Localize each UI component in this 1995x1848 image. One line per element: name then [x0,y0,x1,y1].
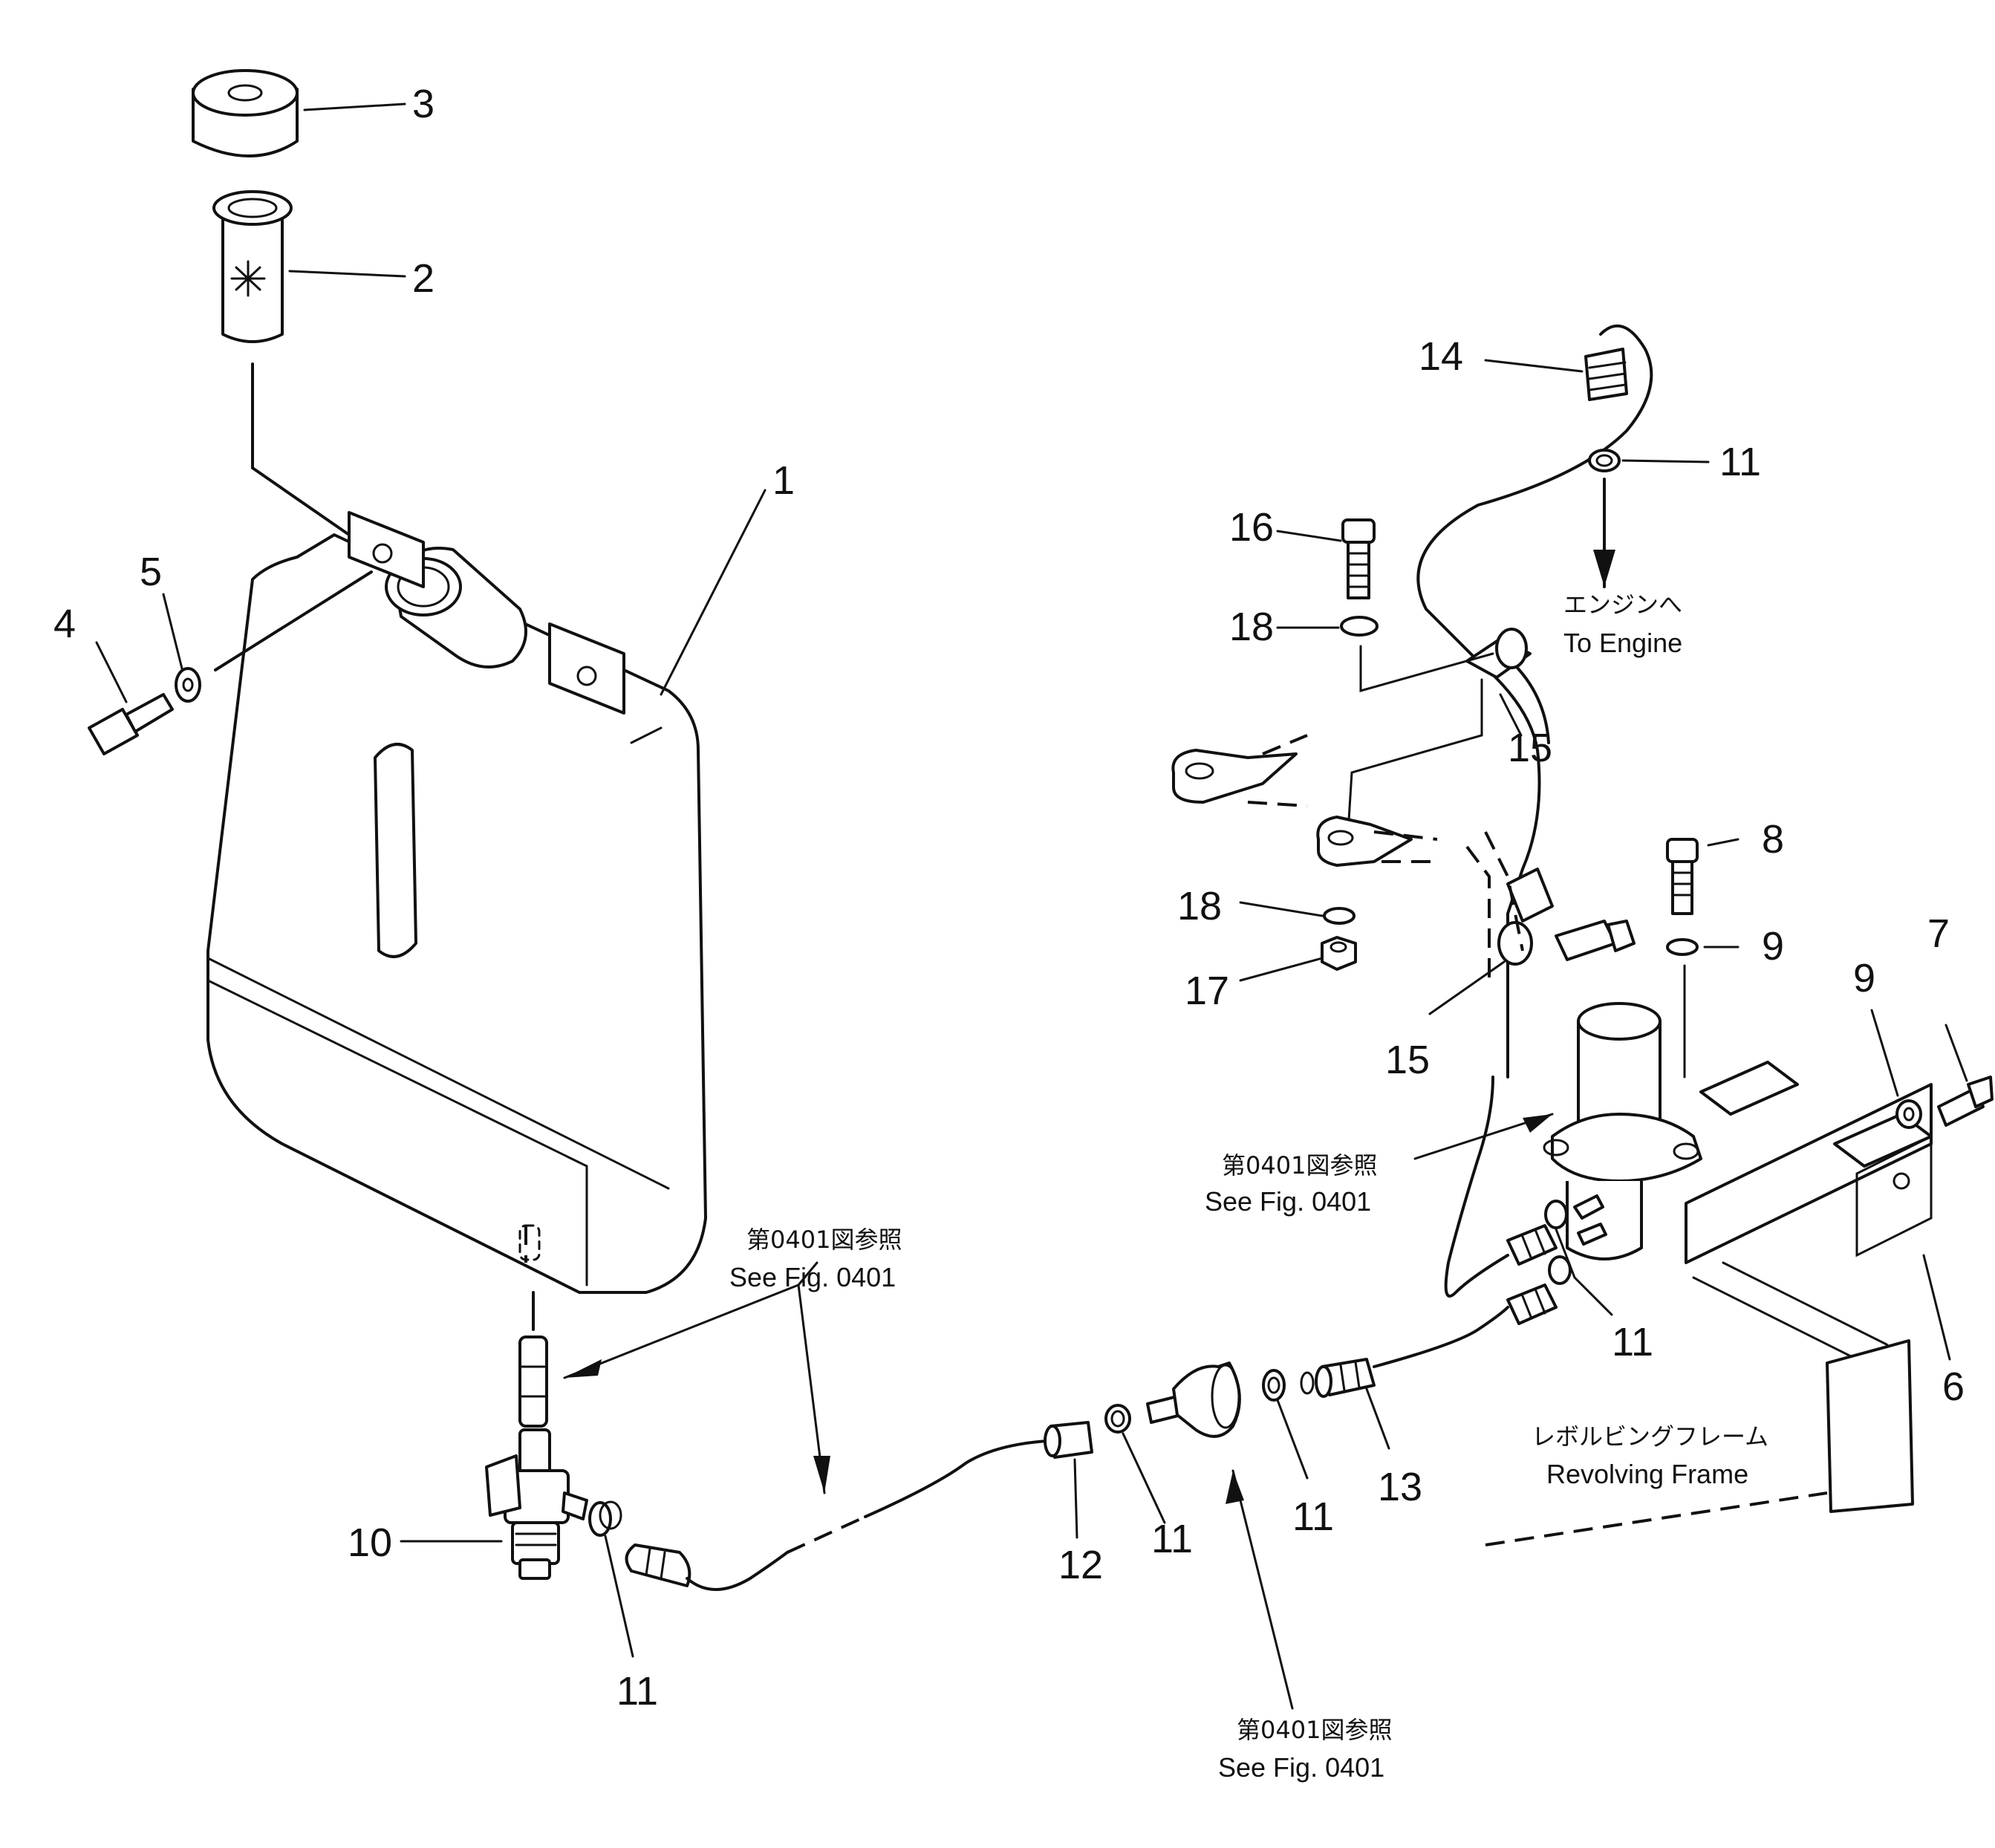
fuel-pre-filter[interactable] [1146,1361,1241,1438]
callout-18-lower: 18 [1177,884,1222,928]
note-frame-en: Revolving Frame [1546,1459,1748,1489]
pump-bracket[interactable] [1685,1061,1933,1264]
callout-15-lower: 15 [1385,1038,1430,1082]
bracket-bolt[interactable] [1666,838,1699,915]
callout-3: 3 [412,82,435,126]
callout-13: 13 [1378,1465,1422,1509]
note-ref-jp-hose: 第0401図参照 [746,1226,902,1254]
callout-4: 4 [53,602,76,646]
callout-11-cock: 11 [616,1669,658,1714]
callout-7: 7 [1927,911,1950,956]
note-frame-jp: レボルビングフレーム [1532,1422,1768,1451]
note-ref-en-hose: See Fig. 0401 [729,1262,896,1292]
callout-2: 2 [412,256,435,301]
callout-8: 8 [1762,817,1784,862]
note-ref-jp-pump: 第0401図参照 [1222,1151,1377,1180]
callout-12: 12 [1058,1543,1103,1587]
hose-retaining-clip[interactable] [1497,868,1554,966]
callout-15-upper: 15 [1508,726,1552,770]
hose-clamp[interactable] [1262,1369,1286,1402]
callout-1: 1 [772,458,795,503]
note-engine-en: To Engine [1563,628,1682,658]
callout-9-top: 9 [1762,924,1784,969]
callout-11-hose: 11 [1292,1494,1334,1539]
revolving-frame [1485,1261,1914,1546]
callout-10: 10 [348,1520,392,1565]
fuel-hose[interactable] [625,1543,691,1587]
callout-11-pump: 11 [1612,1320,1653,1364]
callout-11-engine: 11 [1719,440,1761,484]
callout-9-side: 9 [1853,956,1875,1001]
callout-14: 14 [1419,334,1463,379]
clip-bolt[interactable] [1555,920,1636,961]
hose-clamp[interactable] [1588,449,1621,472]
note-ref-jp-filter: 第0401図参照 [1237,1716,1392,1744]
callout-16: 16 [1229,505,1274,550]
fuel-hose[interactable] [1300,1358,1376,1398]
callout-17: 17 [1185,969,1229,1013]
clip-bolt[interactable] [1341,518,1376,599]
tank-washer[interactable] [175,667,201,703]
fuel-cock[interactable] [485,1428,588,1580]
fuel-tank[interactable] [206,511,707,1294]
filler-strainer[interactable] [212,190,293,343]
note-ref-en-filter: See Fig. 0401 [1218,1752,1384,1783]
callout-6: 6 [1942,1364,1965,1409]
hose-clamp[interactable] [588,1500,622,1537]
bracket-bolt[interactable] [1937,1076,1994,1127]
hose-clamp[interactable] [1104,1404,1131,1434]
mounting-plate [1171,734,1438,867]
engine-hose[interactable] [1584,348,1628,401]
callout-11-filter: 11 [1151,1517,1193,1561]
filler-cap[interactable] [192,69,299,157]
hose-joint[interactable] [1044,1421,1093,1459]
callout-5: 5 [140,550,162,594]
bracket-washer[interactable] [1666,938,1699,956]
feed-pump[interactable] [1543,1002,1702,1260]
hose-retaining-clip[interactable] [1465,628,1532,679]
note-engine-jp: エンジンへ [1563,590,1682,619]
fuel-hose[interactable] [1506,1224,1558,1266]
tank-bolt[interactable] [88,693,174,755]
hose-clamp[interactable] [1544,1200,1572,1285]
bracket-washer[interactable] [1895,1099,1922,1129]
clip-nut[interactable] [1321,936,1357,971]
callout-18-upper: 18 [1229,605,1274,649]
clip-washer[interactable] [1323,907,1356,925]
tank-outlet-fitting[interactable] [518,1335,548,1428]
note-ref-en-pump: See Fig. 0401 [1205,1186,1371,1217]
fuel-hose[interactable] [1506,1283,1558,1325]
clip-washer[interactable] [1340,616,1379,637]
